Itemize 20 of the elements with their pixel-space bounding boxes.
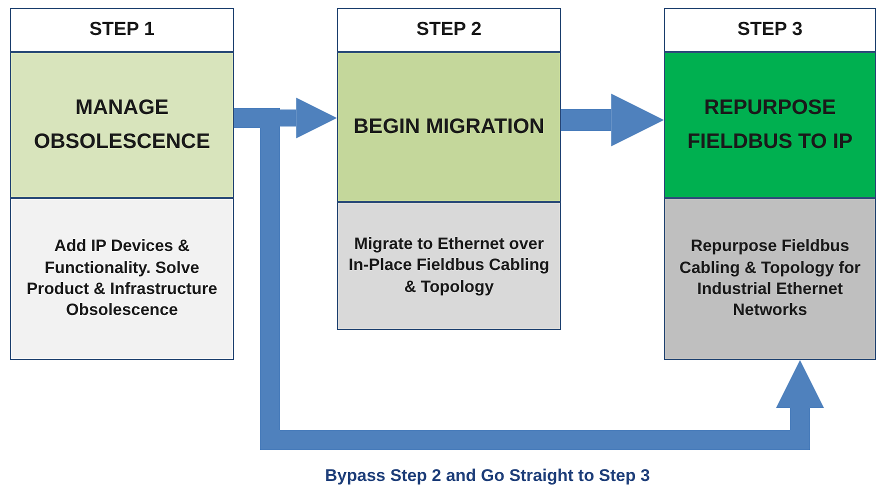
step-label: STEP 2 <box>416 18 482 42</box>
arrow <box>234 108 824 450</box>
stage-title-box <box>337 52 561 202</box>
step-label: STEP 3 <box>737 18 803 42</box>
arrow <box>561 94 664 146</box>
description-box <box>664 198 876 360</box>
description-text: Repurpose Fieldbus Cabling & Topology for Industrial Ethernet Networks <box>678 236 862 322</box>
stage-title: REPURPOSE FIELDBUS TO IP <box>686 95 854 155</box>
step-header <box>337 8 561 52</box>
stage-title-box <box>664 52 876 198</box>
stage-title-box <box>10 52 234 198</box>
step-header <box>664 8 876 52</box>
step-label: STEP 1 <box>89 18 155 42</box>
step-header <box>10 8 234 52</box>
description-box <box>337 202 561 330</box>
description-box <box>10 198 234 360</box>
description-text: Migrate to Ethernet over In-Place Fieldbus Cabling & Topology <box>348 234 550 298</box>
stage-title: BEGIN MIGRATION <box>354 114 544 140</box>
description-text: Add IP Devices & Functionality. Solve Product & Infrastructure Obsolescence <box>26 236 218 322</box>
stage-title: MANAGE OBSOLESCENCE <box>32 95 212 155</box>
